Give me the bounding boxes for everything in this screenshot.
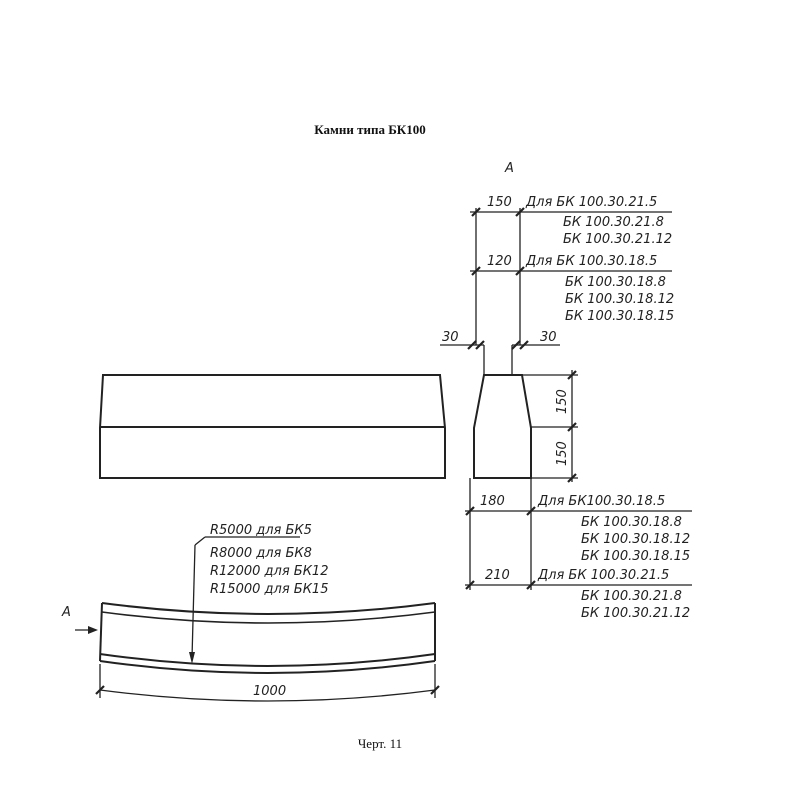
radius-note-2: R8000 для БК8	[210, 546, 312, 561]
note-150-1: Для БК 100.30.21.5	[525, 195, 657, 210]
note-180-2: БК 100.30.18.8	[581, 515, 682, 530]
drawing-title: Камни типа БК100	[314, 122, 425, 137]
note-120-1: Для БК 100.30.18.5	[525, 254, 657, 269]
dim-120: 120	[487, 254, 512, 269]
bottom-dimensions	[465, 478, 692, 590]
view-label-a: А	[504, 161, 514, 176]
view-arrow-icon	[75, 626, 98, 634]
plan-view	[99, 602, 436, 674]
side-dimensions	[522, 370, 578, 483]
front-view	[99, 374, 446, 479]
note-150-3: БК 100.30.21.12	[563, 232, 672, 247]
figure-caption: Черт. 11	[358, 736, 402, 751]
dim-180: 180	[480, 494, 505, 509]
note-210-2: БК 100.30.21.8	[581, 589, 682, 604]
note-180-3: БК 100.30.18.12	[581, 532, 690, 547]
note-210-1: Для БК 100.30.21.5	[537, 568, 669, 583]
dim-height-top: 150	[555, 389, 570, 414]
length-dimension	[95, 664, 440, 702]
cross-section	[473, 374, 532, 479]
dim-210: 210	[485, 568, 510, 583]
dim-30-right: 30	[540, 330, 557, 345]
radius-leader	[189, 536, 300, 664]
note-120-2: БК 100.30.18.8	[565, 275, 666, 290]
dim-150: 150	[487, 195, 512, 210]
radius-note-3: R12000 для БК12	[210, 564, 328, 579]
dim-30-left: 30	[442, 330, 459, 345]
dim-height-bottom: 150	[555, 441, 570, 466]
note-120-3: БК 100.30.18.12	[565, 292, 674, 307]
note-120-4: БК 100.30.18.15	[565, 309, 674, 324]
top-dimensions	[440, 207, 672, 375]
note-180-4: БК 100.30.18.15	[581, 549, 690, 564]
note-150-2: БК 100.30.21.8	[563, 215, 664, 230]
note-180-1: Для БК100.30.18.5	[537, 494, 665, 509]
radius-note-1: R5000 для БК5	[210, 523, 312, 538]
dim-length: 1000	[253, 684, 286, 699]
view-arrow-label-a: А	[61, 605, 71, 620]
radius-note-4: R15000 для БК15	[210, 582, 328, 597]
note-210-3: БК 100.30.21.12	[581, 606, 690, 621]
